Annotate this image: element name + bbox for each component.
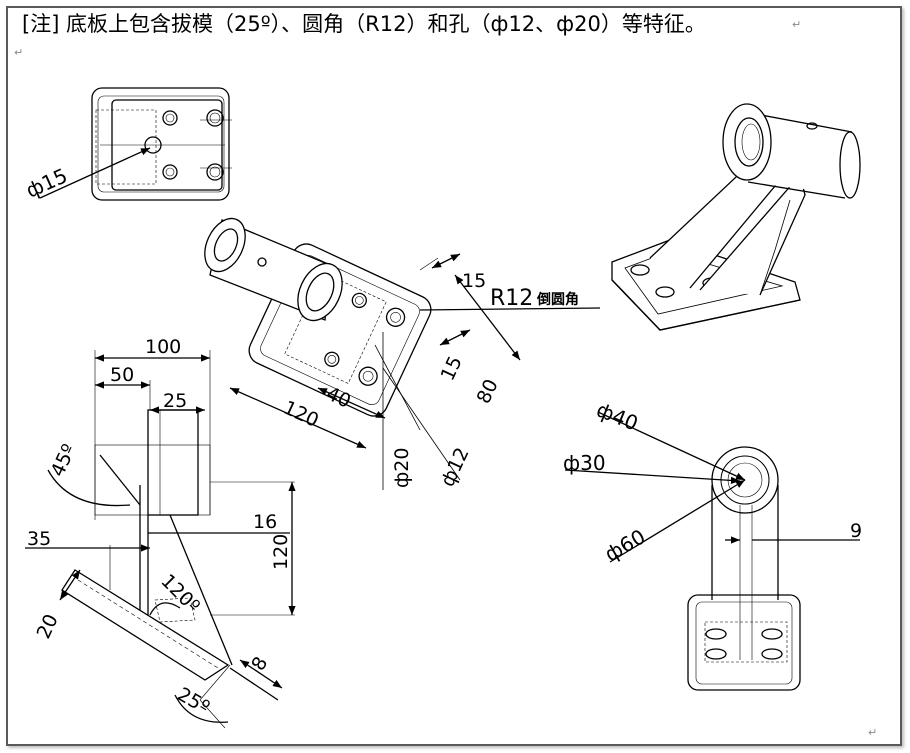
dim-d15: ф15	[22, 163, 71, 202]
dim-16: 16	[253, 511, 277, 533]
dim-80: 80	[473, 376, 503, 407]
dim-d60: ф60	[601, 524, 650, 566]
dim-120: 120	[280, 397, 322, 432]
dim-d30: ф30	[563, 451, 606, 475]
paragraph-mark: ↵	[792, 18, 802, 31]
dim-d20: ф20	[391, 448, 413, 488]
dim-40: 40	[323, 383, 354, 413]
dim-120deg: 120º	[156, 570, 204, 618]
front-view	[25, 350, 296, 729]
dim-d40: ф40	[593, 397, 641, 435]
dim-15a: 15	[462, 270, 486, 292]
dim-45: 45º	[47, 441, 81, 480]
drawing-frame	[6, 6, 902, 746]
paragraph-mark: ↵	[14, 46, 24, 59]
dim-50: 50	[110, 364, 134, 386]
dim-15b: 15	[437, 353, 467, 384]
dim-35: 35	[27, 528, 51, 550]
dim-9: 9	[850, 520, 862, 542]
dim-d12: ф12	[437, 444, 474, 490]
annotation-note: [注] 底板上包含拔模（25º）、圆角（R12）和孔（ф12、ф20）等特征。	[22, 12, 706, 36]
isometric-view	[611, 103, 861, 331]
dim-r12: R12	[490, 286, 533, 311]
rotated-top-view	[204, 217, 601, 490]
dim-100: 100	[145, 336, 181, 358]
dim-25deg: 25º	[174, 683, 214, 719]
dim-25a: 25	[163, 390, 187, 412]
top-small-view	[39, 87, 232, 201]
paragraph-mark: ↵	[868, 726, 878, 739]
dim-r12-note: 倒圆角	[536, 291, 579, 308]
side-view	[564, 411, 860, 691]
dim-8: 8	[247, 653, 272, 674]
dim-20: 20	[33, 611, 63, 642]
dim-120-front: 120	[270, 534, 292, 570]
